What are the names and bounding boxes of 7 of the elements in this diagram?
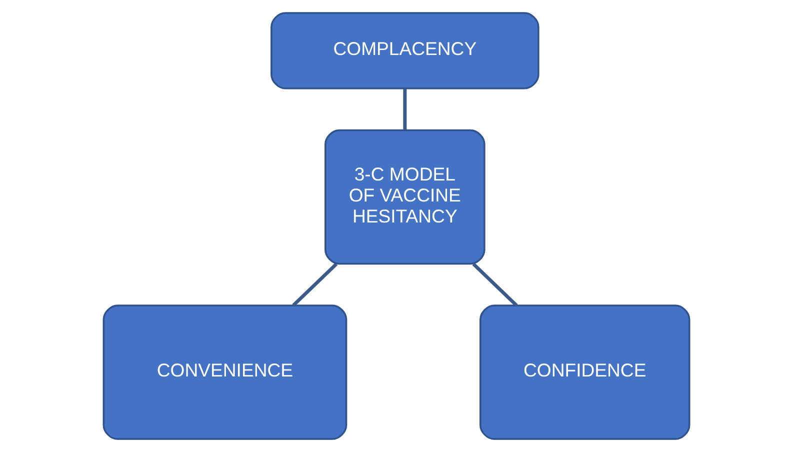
node-box: CONFIDENCE — [479, 304, 690, 440]
connector — [472, 262, 518, 307]
node-box: COMPLACENCY — [270, 12, 539, 90]
connector — [292, 262, 338, 307]
node-box: 3-C MODEL OF VACCINE HESITANCY — [324, 129, 485, 265]
node-box: CONVENIENCE — [102, 304, 347, 440]
connector — [402, 88, 406, 130]
